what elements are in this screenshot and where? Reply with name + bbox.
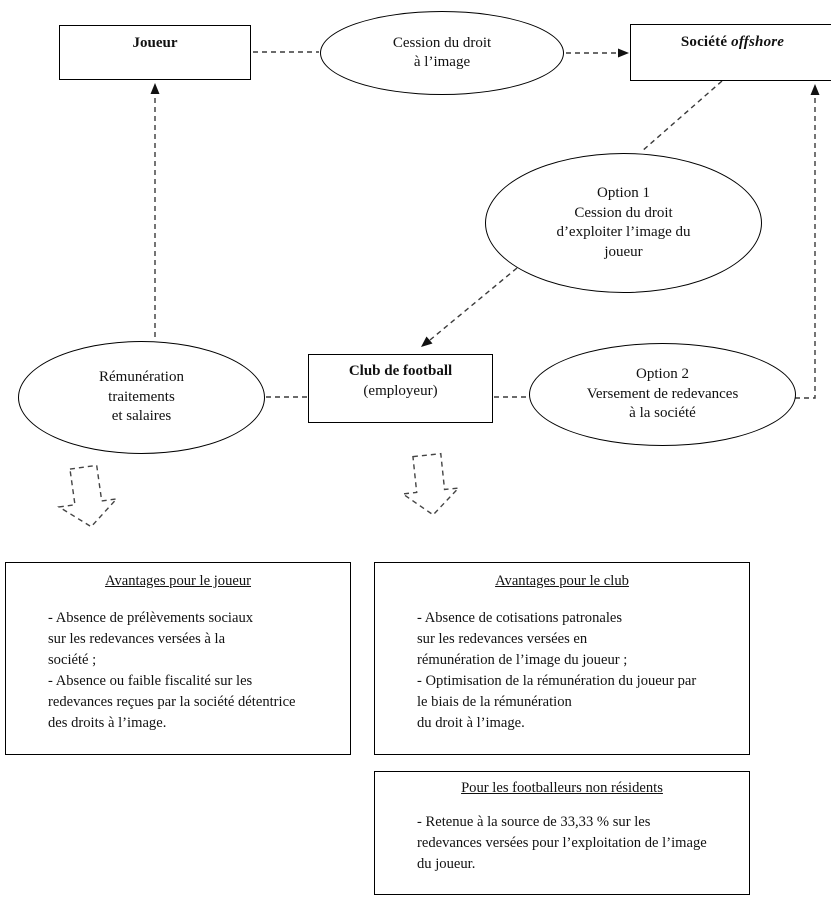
- note-avantages-club-body: - Absence de cotisations patronales sur …: [417, 610, 697, 731]
- node-joueur: Joueur: [59, 25, 251, 80]
- arrowhead-into-societe-bottom: [810, 84, 820, 95]
- node-cession-label: Cession du droit à l’image: [392, 34, 492, 71]
- note-avantages-club: Avantages pour le club - Absence de coti…: [374, 562, 750, 755]
- connector-option1-club: [429, 267, 518, 341]
- arrowhead-into-societe-left: [618, 48, 629, 58]
- block-arrow-down-left: [57, 464, 119, 528]
- arrowhead-into-joueur: [150, 83, 160, 94]
- node-remuneration-label: Rémunération traitements et salaires: [99, 369, 184, 425]
- node-cession-droit-image: Cession du droit à l’image: [320, 11, 564, 95]
- node-club-subtitle: (employeur): [363, 382, 438, 399]
- node-option2-label: Option 2 Versement de redevances à la so…: [586, 366, 739, 422]
- connector-option2-societe: [795, 95, 816, 399]
- node-societe-label: Société offshore: [680, 34, 785, 50]
- note-non-residents-body: - Retenue à la source de 33,33 % sur les…: [417, 814, 707, 872]
- node-option2: Option 2 Versement de redevances à la so…: [529, 343, 796, 446]
- note-avantages-joueur-title: Avantages pour le joueur: [104, 573, 252, 589]
- node-club-football: Club de football (employeur): [308, 354, 493, 423]
- note-non-residents-title: Pour les footballeurs non résidents: [461, 780, 663, 796]
- node-joueur-label: Joueur: [132, 35, 178, 51]
- node-societe-offshore: Société offshore: [630, 24, 831, 81]
- node-option1: Option 1 Cession du droit d’exploiter l’…: [485, 153, 762, 293]
- node-option1-label: Option 1 Cession du droit d’exploiter l’…: [556, 185, 691, 260]
- node-remuneration: Rémunération traitements et salaires: [18, 341, 265, 454]
- node-club-title: Club de football: [348, 363, 453, 379]
- node-societe-label-italic: offshore: [731, 34, 785, 50]
- connector-societe-option1: [640, 80, 723, 153]
- note-footballeurs-non-residents: Pour les footballeurs non résidents - Re…: [374, 771, 750, 895]
- note-avantages-joueur: Avantages pour le joueur - Absence de pr…: [5, 562, 351, 755]
- block-arrow-down-right: [400, 452, 461, 516]
- arrowhead-into-club: [421, 336, 433, 347]
- note-avantages-club-title: Avantages pour le club: [495, 573, 629, 589]
- note-avantages-joueur-body: - Absence de prélèvements sociaux sur le…: [48, 610, 296, 731]
